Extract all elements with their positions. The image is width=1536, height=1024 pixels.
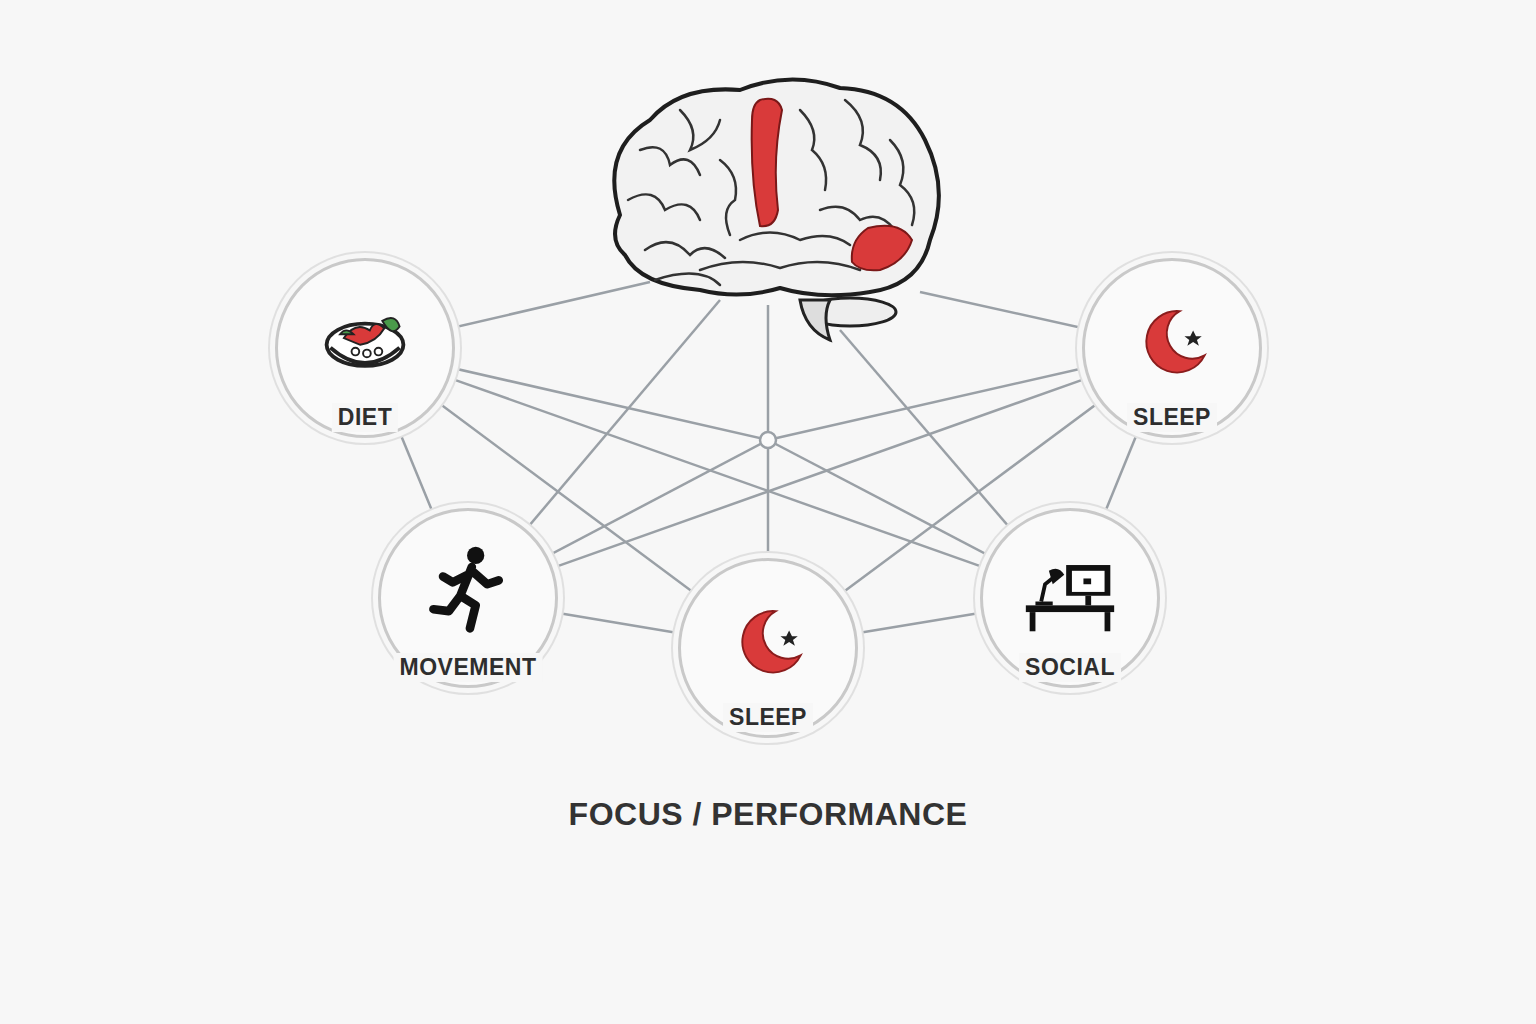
- connector-line: [399, 431, 433, 515]
- factor-label: DIET: [332, 403, 398, 432]
- factor-circle: MOVEMENT: [378, 508, 558, 688]
- factor-icon: [317, 292, 413, 388]
- factor-label: SOCIAL: [1019, 653, 1121, 682]
- hub-dot: [760, 432, 776, 448]
- factor-label: MOVEMENT: [394, 653, 543, 682]
- factor-icon: [1124, 292, 1220, 388]
- caption: FOCUS / PERFORMANCE: [0, 796, 1536, 833]
- factor-circle: SLEEP: [678, 558, 858, 738]
- factor-label: SLEEP: [1127, 403, 1217, 432]
- connector-line: [557, 613, 679, 633]
- factor-label: SLEEP: [723, 703, 813, 732]
- factor-circle: DIET: [275, 258, 455, 438]
- connector-line: [1104, 431, 1138, 514]
- factor-circle: SLEEP: [1082, 258, 1262, 438]
- brain: [614, 79, 939, 340]
- factor-circle: SOCIAL: [980, 508, 1160, 688]
- connector-line: [857, 613, 981, 634]
- factor-icon: [720, 592, 816, 688]
- factor-icon: [420, 542, 516, 638]
- factor-icon: [1022, 542, 1118, 638]
